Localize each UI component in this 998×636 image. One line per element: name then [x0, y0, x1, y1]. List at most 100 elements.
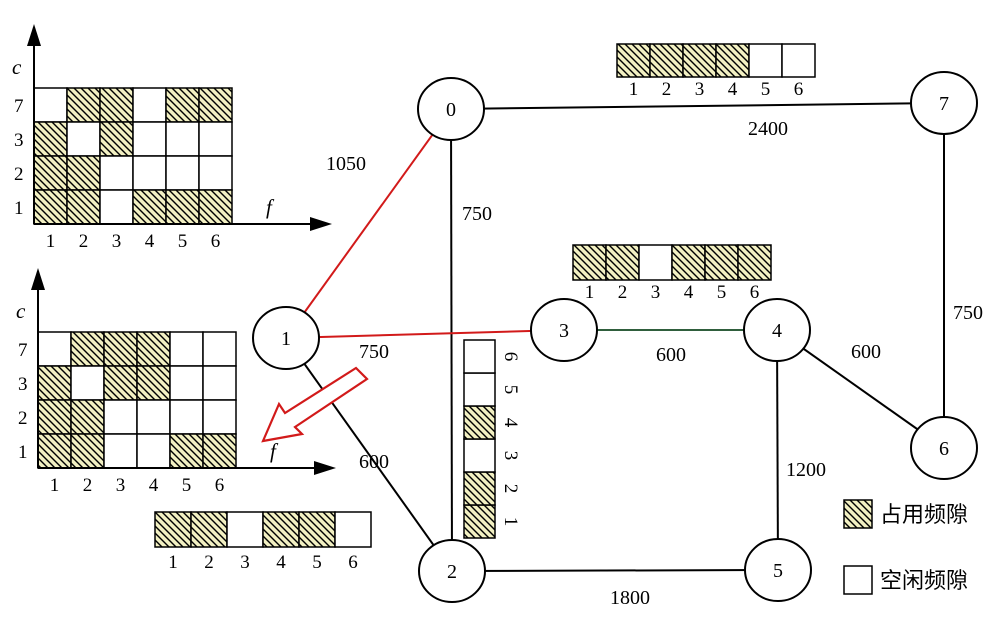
occupied-slot: [262, 511, 300, 548]
node-circle: [530, 298, 598, 362]
edge-0-7: [450, 102, 945, 110]
occupied-cell: [37, 365, 72, 401]
row-label: 1: [18, 442, 28, 463]
slot-number: 2: [500, 484, 521, 494]
occupied-slot: [605, 244, 640, 281]
occupied-cell: [66, 155, 101, 191]
node-label: 6: [939, 438, 949, 460]
slot-number: 5: [312, 552, 322, 573]
y-axis-arrowhead: [27, 24, 41, 46]
occupied-slot: [737, 244, 772, 281]
occupied-cell: [37, 399, 72, 435]
y-axis-label: c: [16, 299, 26, 323]
free-cell: [165, 155, 200, 191]
edge-label-4-6: 600: [851, 341, 881, 363]
slot-number: 6: [750, 282, 760, 303]
network-edges: [285, 102, 945, 572]
slot-number: 1: [585, 282, 595, 303]
node-label: 2: [447, 561, 457, 583]
free-cell: [169, 399, 204, 435]
edge-1-0: [285, 108, 452, 339]
slot-number: 2: [204, 552, 214, 573]
slot-number: 4: [684, 282, 694, 303]
slot-number: 2: [662, 79, 672, 100]
free-cell: [202, 365, 237, 401]
col-label: 3: [112, 231, 122, 252]
legend: 占用频隙 空闲频隙: [843, 499, 968, 595]
slot-number: 4: [500, 418, 521, 428]
node-label: 4: [772, 320, 782, 342]
occupied-slot: [463, 471, 496, 506]
occupied-slot: [190, 511, 228, 548]
occupied-slot: [463, 504, 496, 539]
occupied-slot: [298, 511, 336, 548]
edge-2-5: [451, 569, 779, 572]
occupied-cell: [70, 433, 105, 469]
occupied-cell: [132, 189, 167, 225]
node-circle: [252, 306, 320, 370]
slot-number: 4: [276, 552, 286, 573]
y-axis-label: c: [12, 55, 22, 79]
node-label: 1: [281, 328, 291, 350]
slot-number: 5: [717, 282, 727, 303]
free-cell: [136, 399, 171, 435]
row-label: 3: [14, 130, 24, 151]
slot-number: 5: [761, 79, 771, 100]
node-label: 3: [559, 320, 569, 342]
node-label: 5: [773, 560, 783, 582]
occupied-cell: [99, 87, 134, 123]
row-label: 2: [14, 164, 24, 185]
occupied-cell: [33, 155, 68, 191]
free-cell: [99, 155, 134, 191]
edge-1-3: [285, 329, 565, 339]
col-label: 4: [149, 475, 159, 496]
col-label: 5: [178, 231, 188, 252]
x-axis-arrowhead: [314, 461, 336, 475]
free-cell: [198, 155, 233, 191]
node-circle: [743, 298, 811, 362]
x-axis-arrowhead: [310, 217, 332, 231]
occupied-slot: [704, 244, 739, 281]
occupied-slot: [616, 43, 651, 78]
occupied-cell: [37, 433, 72, 469]
occupied-cell: [103, 365, 138, 401]
occupied-slot: [463, 405, 496, 440]
occupied-cell: [99, 121, 134, 157]
row-label: 7: [18, 340, 28, 361]
slot-number: 2: [618, 282, 628, 303]
slot-number: 1: [500, 517, 521, 527]
free-slot: [226, 511, 264, 548]
free-cell: [66, 121, 101, 157]
node-circle: [744, 538, 812, 602]
edge-1-2: [285, 337, 453, 572]
free-cell: [99, 189, 134, 225]
slot-number: 6: [348, 552, 358, 573]
row-label: 2: [18, 408, 28, 429]
edge-4-6: [776, 329, 945, 449]
free-cell: [169, 331, 204, 367]
occupied-cell: [202, 433, 237, 469]
free-cell: [132, 155, 167, 191]
node-2: 2: [418, 539, 486, 603]
slot-number: 1: [168, 552, 178, 573]
occupied-cell: [66, 189, 101, 225]
slot-number: 1: [629, 79, 639, 100]
free-slot: [748, 43, 783, 78]
free-cell: [136, 433, 171, 469]
col-label: 1: [50, 475, 60, 496]
row-label: 7: [14, 96, 24, 117]
occupied-cell: [169, 433, 204, 469]
slot-number: 4: [728, 79, 738, 100]
node-circle: [417, 77, 485, 141]
occupied-cell: [165, 189, 200, 225]
free-slot: [463, 339, 496, 374]
edge-label-2-5: 1800: [610, 587, 650, 609]
col-label: 6: [211, 231, 221, 252]
free-slot: [781, 43, 816, 78]
